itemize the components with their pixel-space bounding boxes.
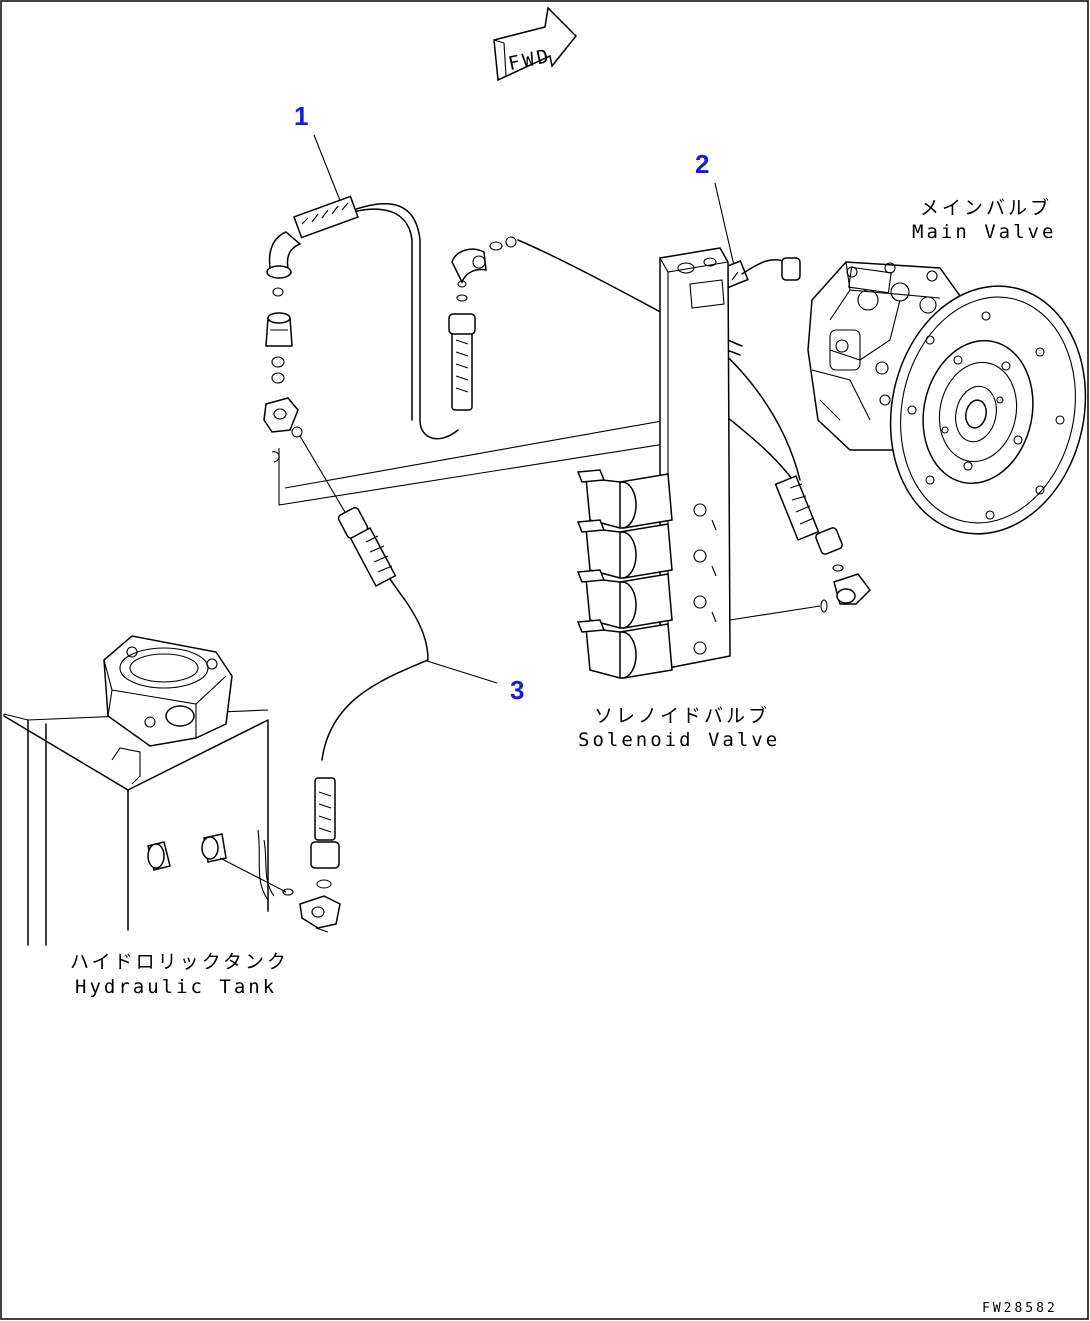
component-labels: メインバルブ Main Valve ソレノイドバルブ Solenoid Valv…	[70, 196, 1058, 1316]
flange-bolts	[907, 311, 1065, 520]
callout-2: 2	[695, 149, 709, 179]
fwd-arrow-icon: FWD	[493, 6, 578, 82]
hose-1-lower	[448, 236, 517, 411]
fittings-left-stack	[263, 287, 303, 463]
solenoid-ports	[693, 503, 717, 655]
callout-numbers: 1 2 3	[294, 101, 709, 705]
pilot-line-upper	[517, 239, 801, 481]
hose-3	[299, 435, 429, 933]
solenoid-coils	[576, 469, 673, 679]
hydraulic-tank	[3, 635, 294, 946]
solenoid-valve-label-jp: ソレノイドバルブ	[594, 704, 770, 727]
main-valve	[807, 261, 1087, 535]
solenoid-valve	[576, 247, 731, 679]
hose-1	[266, 195, 459, 440]
oring-icon	[820, 599, 828, 613]
hydraulic-tank-label-jp: ハイドロリックタンク	[70, 951, 289, 973]
callout-leaders	[313, 134, 736, 684]
callout-3: 3	[510, 675, 524, 705]
solenoid-valve-label-en: Solenoid Valve	[578, 729, 780, 751]
hydraulic-tank-label-en: Hydraulic Tank	[75, 976, 277, 998]
main-valve-label-jp: メインバルブ	[920, 196, 1052, 219]
main-valve-label-en: Main Valve	[912, 221, 1056, 243]
callout-1: 1	[294, 101, 308, 131]
figure-code: FW28582	[982, 1301, 1058, 1316]
solenoid-port-line	[729, 605, 821, 621]
